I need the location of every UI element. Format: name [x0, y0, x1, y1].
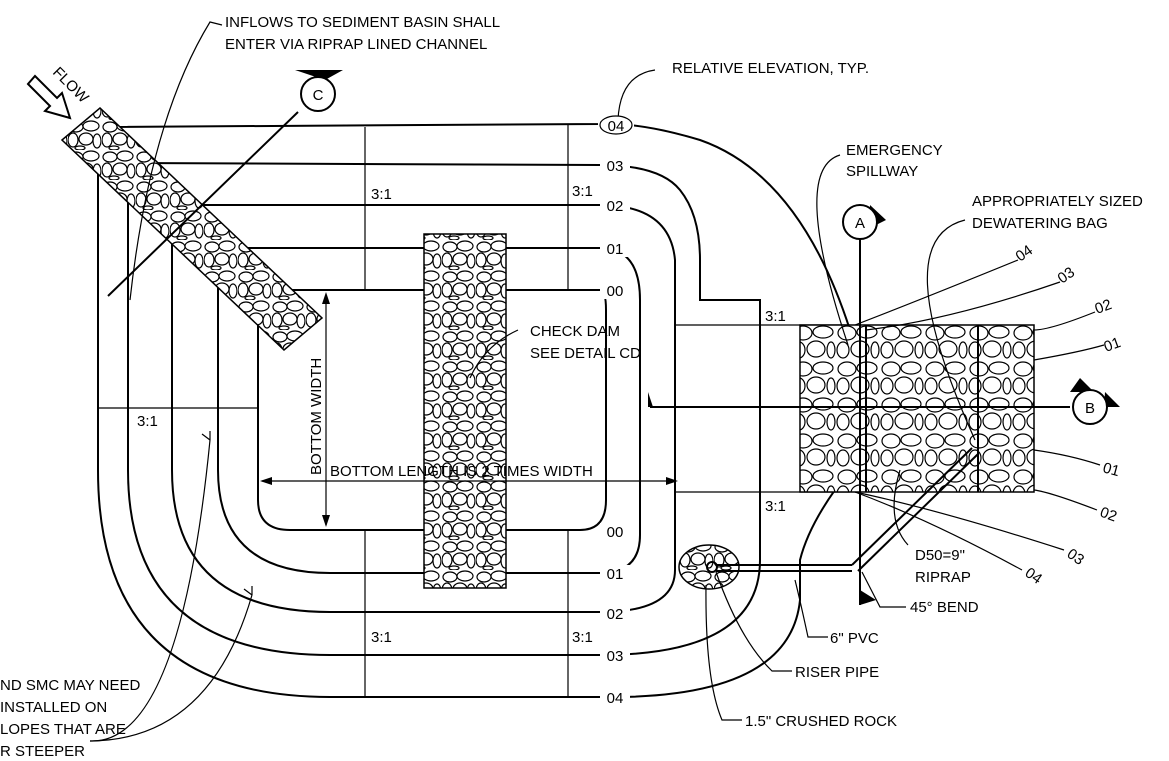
svg-text:03: 03	[1055, 264, 1078, 287]
relative-elevation-note: RELATIVE ELEVATION, TYP.	[672, 60, 869, 77]
slope-label: 3:1	[765, 308, 786, 325]
slope-label: 3:1	[572, 629, 593, 646]
spillway-riprap	[799, 324, 1035, 493]
svg-text:01: 01	[1101, 459, 1122, 480]
svg-text:FLOW: FLOW	[49, 64, 92, 107]
crushed-rock	[678, 544, 740, 590]
d50-note-2: RIPRAP	[915, 569, 971, 586]
inflows-note-1: INFLOWS TO SEDIMENT BASIN SHALL	[225, 14, 500, 31]
contour-ring-03	[127, 161, 761, 656]
svg-text:03: 03	[1064, 545, 1087, 568]
spillway-elev-labels: 04 03 02 01 01 02 03 04	[1013, 242, 1124, 588]
bottom-length-dim: BOTTOM LENGTH IS 2 TIMES WIDTH	[260, 463, 678, 485]
section-b-cut	[648, 378, 1120, 408]
section-c-bubble: C	[300, 76, 336, 112]
smc-pointers	[201, 431, 253, 596]
contour-ring-04	[97, 122, 851, 699]
svg-text:BOTTOM LENGTH IS 2 TIMES WIDTH: BOTTOM LENGTH IS 2 TIMES WIDTH	[330, 463, 593, 480]
elev-label-01: 01	[607, 566, 624, 583]
elev-label-00: 00	[607, 283, 624, 300]
crushed-rock-note: 1.5" CRUSHED ROCK	[745, 713, 897, 730]
emergency-spillway-note-2: SPILLWAY	[846, 163, 918, 180]
svg-text:C: C	[313, 87, 324, 104]
riser-note: RISER PIPE	[795, 664, 879, 681]
elev-label-02: 02	[607, 606, 624, 623]
section-a-bubble: A	[842, 204, 878, 240]
elev-label-03: 03	[607, 158, 624, 175]
svg-text:04: 04	[1013, 242, 1036, 265]
elev-label-02: 02	[607, 198, 624, 215]
svg-text:A: A	[855, 215, 865, 232]
svg-text:04: 04	[1022, 564, 1045, 587]
emergency-spillway-note-1: EMERGENCY	[846, 142, 943, 159]
svg-text:BOTTOM WIDTH: BOTTOM WIDTH	[308, 358, 325, 475]
elev-label-03: 03	[607, 648, 624, 665]
smc-note-4: R STEEPER	[0, 743, 85, 760]
svg-text:02: 02	[1093, 296, 1114, 318]
pvc-pipe	[706, 447, 979, 573]
inflow-riprap-channel	[60, 106, 324, 352]
d50-note-1: D50=9"	[915, 547, 965, 564]
pvc-note: 6" PVC	[830, 630, 879, 647]
flow-arrow: FLOW	[26, 64, 92, 120]
contour-ring-02	[171, 204, 676, 613]
svg-text:02: 02	[1098, 504, 1119, 526]
slope-label: 3:1	[371, 186, 392, 203]
elev-label-04: 04	[608, 118, 625, 135]
section-c-cut	[107, 70, 343, 297]
section-b-bubble: B	[1072, 389, 1108, 425]
svg-text:B: B	[1085, 400, 1095, 417]
elev-label-01: 01	[607, 241, 624, 258]
check-dam-note-1: CHECK DAM	[530, 323, 620, 340]
elev-label-04: 04	[607, 690, 624, 707]
slope-label: 3:1	[137, 413, 158, 430]
svg-text:01: 01	[1102, 334, 1123, 356]
leader-lines	[89, 21, 1105, 742]
slope-label: 3:1	[572, 183, 593, 200]
smc-note-1: ND SMC MAY NEED	[0, 677, 140, 694]
inflows-note-2: ENTER VIA RIPRAP LINED CHANNEL	[225, 36, 487, 53]
slope-label: 3:1	[371, 629, 392, 646]
smc-note-3: LOPES THAT ARE	[0, 721, 126, 738]
smc-note-2: INSTALLED ON	[0, 699, 107, 716]
check-dam	[423, 233, 507, 589]
check-dam-note-2: SEE DETAIL CD	[530, 345, 641, 362]
dewatering-bag-note-2: DEWATERING BAG	[972, 215, 1108, 232]
slope-label: 3:1	[765, 498, 786, 515]
contour-labels: 04 03 02 01 00 00 01 02 03 04	[598, 115, 634, 707]
bottom-width-dim: BOTTOM WIDTH	[308, 292, 330, 527]
bend-note: 45° BEND	[910, 599, 979, 616]
dewatering-bag-note-1: APPROPRIATELY SIZED	[972, 193, 1143, 210]
elev-label-00: 00	[607, 524, 624, 541]
